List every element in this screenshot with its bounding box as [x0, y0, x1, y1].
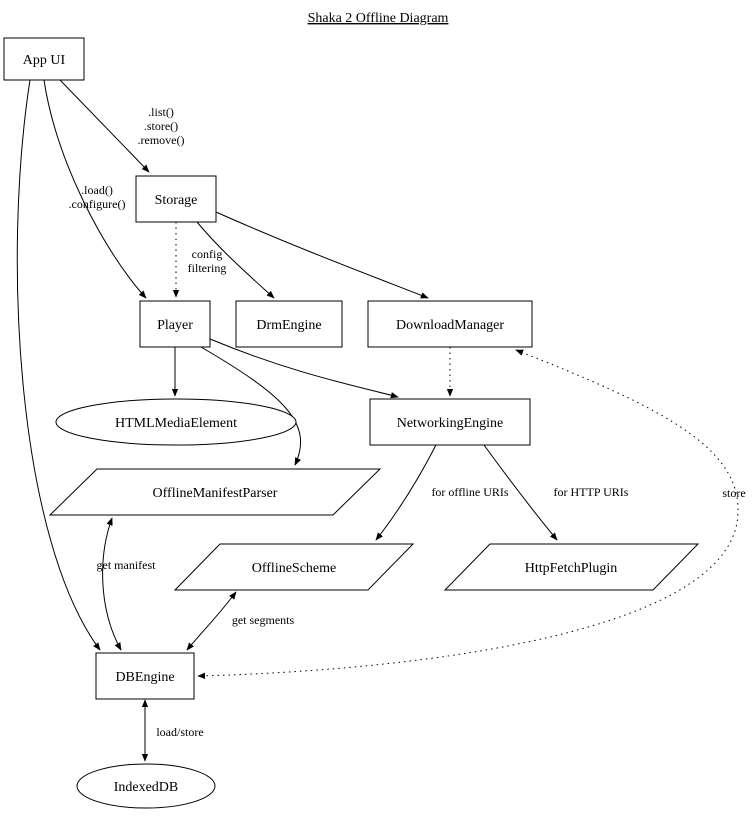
node-http-fetch-plugin-parallelogram — [443, 543, 700, 591]
node-download-manager: DownloadManager — [367, 300, 533, 348]
edge-appui-dbengine — [16, 79, 101, 651]
node-indexed-db-ellipse — [76, 763, 216, 809]
node-drm-engine: DrmEngine — [235, 300, 343, 348]
node-db-engine-box — [95, 652, 195, 700]
edge-label-for-offline-uris: for offline URIs — [431, 485, 508, 499]
edge-label-load: .load() — [81, 183, 113, 197]
edge-label-get-segments: get segments — [232, 613, 295, 627]
node-player: Player — [139, 300, 211, 348]
edge-networkingengine-offlinescheme — [375, 444, 437, 541]
edges-layer — [16, 79, 739, 762]
edge-storage-downloadmanager — [215, 211, 429, 299]
node-networking-engine: NetworkingEngine — [369, 398, 531, 446]
node-storage-label: Storage — [155, 193, 198, 208]
node-offline-scheme-parallelogram — [173, 543, 415, 591]
edge-appui-player — [43, 79, 147, 299]
node-offline-scheme: OfflineScheme — [173, 543, 415, 591]
node-networking-engine-box — [369, 398, 531, 446]
node-http-fetch-plugin-label: HttpFetchPlugin — [525, 561, 618, 576]
node-download-manager-box — [367, 300, 533, 348]
node-app-ui: App UI — [3, 37, 85, 81]
edge-label-get-manifest: get manifest — [97, 558, 157, 572]
edge-downloadmanager-dbengine-store — [197, 349, 739, 680]
edge-label-filtering: filtering — [188, 261, 227, 275]
node-drm-engine-box — [235, 300, 343, 348]
node-db-engine: DBEngine — [95, 652, 195, 700]
node-offline-scheme-label: OfflineScheme — [252, 561, 337, 576]
node-drm-engine-label: DrmEngine — [256, 318, 321, 333]
edge-label-store: store — [722, 486, 745, 500]
node-html-media-element-ellipse — [55, 398, 297, 446]
node-html-media-element-label: HTMLMediaElement — [115, 416, 237, 431]
node-download-manager-label: DownloadManager — [396, 318, 504, 333]
edge-storage-drmengine — [196, 221, 275, 299]
node-app-ui-label: App UI — [23, 53, 66, 68]
diagram-title: Shaka 2 Offline Diagram — [308, 11, 449, 26]
node-networking-engine-label: NetworkingEngine — [397, 416, 504, 431]
edge-offlinescheme-dbengine — [186, 591, 237, 651]
node-db-engine-label: DBEngine — [115, 670, 174, 685]
edge-appui-storage — [59, 79, 150, 173]
node-player-label: Player — [157, 318, 193, 333]
node-indexed-db: IndexedDB — [76, 763, 216, 809]
node-offline-manifest-parser-parallelogram — [48, 468, 382, 516]
edge-player-networkingengine — [209, 338, 399, 399]
edge-label-config: config — [192, 247, 223, 261]
node-offline-manifest-parser: OfflineManifestParser — [48, 468, 382, 516]
node-html-media-element: HTMLMediaElement — [55, 398, 297, 446]
node-http-fetch-plugin: HttpFetchPlugin — [443, 543, 700, 591]
node-indexed-db-label: IndexedDB — [114, 780, 179, 795]
node-offline-manifest-parser-label: OfflineManifestParser — [153, 486, 278, 501]
edge-label-configure: .configure() — [69, 197, 126, 211]
edge-label-for-http-uris: for HTTP URIs — [554, 485, 629, 499]
node-player-box — [139, 300, 211, 348]
edge-labels-layer: .list() .store() .remove() .load() .conf… — [69, 105, 746, 739]
edge-label-list: .list() — [148, 105, 174, 119]
node-storage: Storage — [135, 175, 217, 223]
node-storage-box — [135, 175, 217, 223]
edge-label-store-call: .store() — [144, 119, 178, 133]
edge-label-remove: .remove() — [138, 133, 185, 147]
edge-offlinemanifestparser-dbengine — [102, 517, 122, 651]
edge-label-load-store: load/store — [156, 725, 203, 739]
node-app-ui-box — [3, 37, 85, 81]
nodes-layer: App UI Storage Player DrmEngine Download… — [3, 37, 700, 809]
